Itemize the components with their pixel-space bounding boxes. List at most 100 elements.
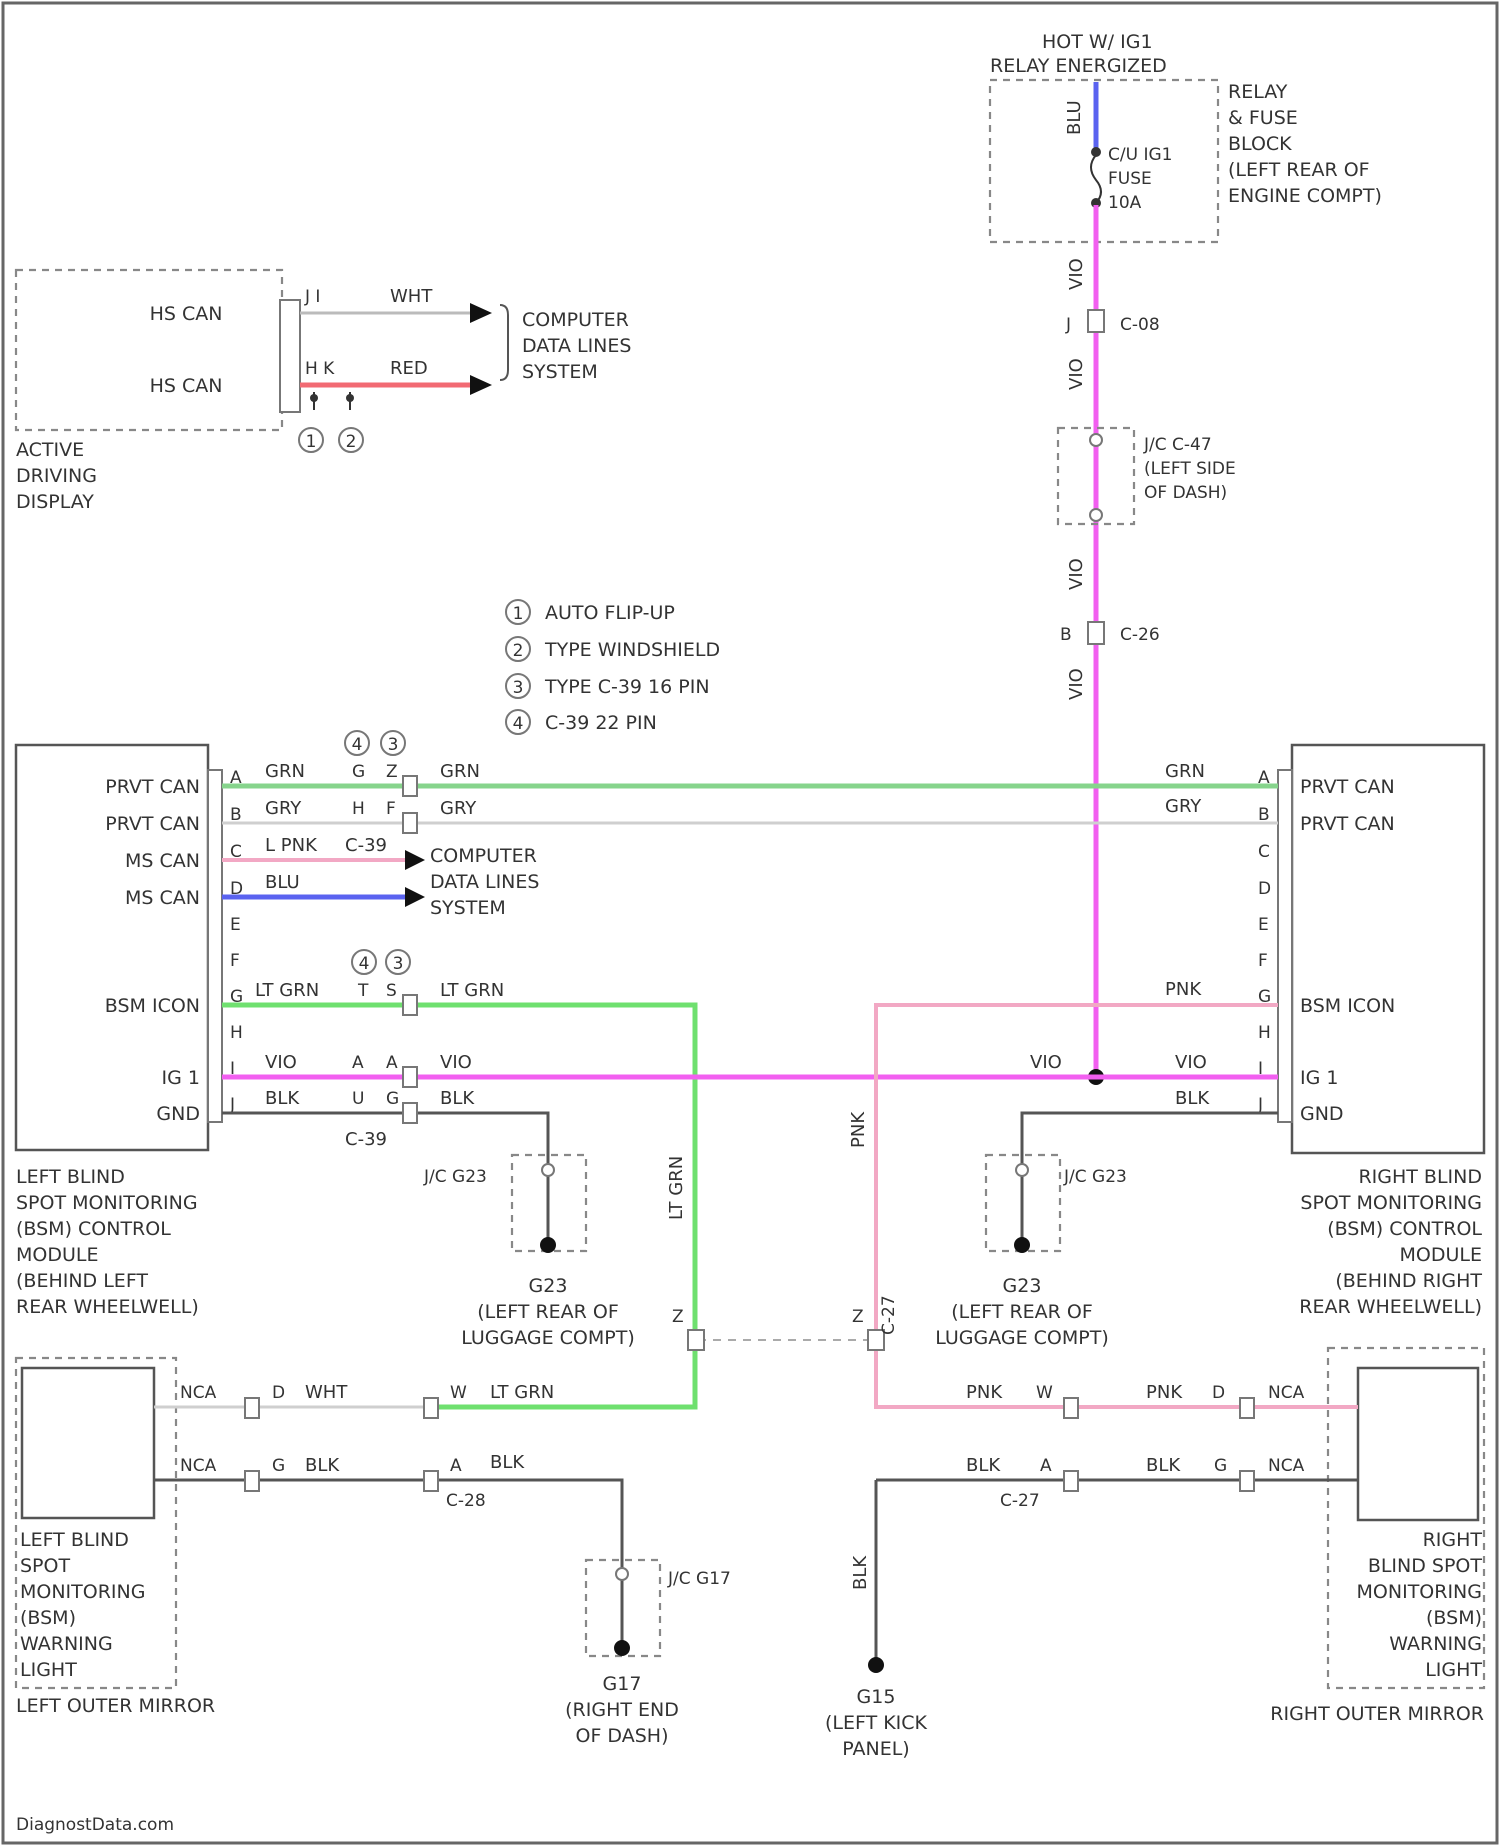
vio-label-4: VIO (1066, 668, 1087, 700)
gry-label-mid: GRY (440, 798, 477, 819)
left-module-pin-letter: H (230, 1023, 243, 1043)
active-driving-display: HS CAN HS CAN J I H K WHT RED 1 2 COMPUT… (16, 270, 631, 513)
g15-2: (LEFT KICK (825, 1712, 928, 1734)
add-dest-bracket (500, 305, 508, 380)
pnk-c27-label: PNK (966, 1382, 1003, 1403)
right-module-box (1292, 745, 1484, 1153)
left-pin-d: D (272, 1383, 285, 1403)
c27-z-pin: Z (852, 1307, 864, 1327)
legend-text-2: TYPE WINDSHIELD (544, 639, 720, 661)
left-mirror-name-4: (BSM) (20, 1607, 76, 1629)
conn-pin-j2: G (386, 1089, 399, 1109)
c27-pin-a: A (1040, 1456, 1052, 1476)
vio-label-mid: VIO (440, 1052, 472, 1073)
ms-dest-1: COMPUTER (430, 845, 537, 867)
c28-conn-w (424, 1398, 438, 1418)
right-pin-d: D (1212, 1383, 1225, 1403)
left-mirror: NCA NCA D G W A WHT BLK LT GRN BLK C-28 … (16, 1358, 622, 1717)
right-pin-g: G (1214, 1456, 1227, 1476)
conn-pin-a1: G (352, 762, 365, 782)
vio-label-2: VIO (1066, 358, 1087, 390)
left-mirror-name-5: WARNING (20, 1633, 113, 1655)
legend-num-4: 4 (513, 714, 524, 734)
left-module-pin-label: BSM ICON (105, 995, 200, 1017)
relay-title-3: BLOCK (1228, 133, 1292, 155)
right-module-name-2: SPOT MONITORING (1300, 1192, 1482, 1214)
add-row-1-pins: J I (304, 287, 320, 307)
right-nca-2: NCA (1268, 1456, 1305, 1476)
jc-g17-node (616, 1568, 628, 1580)
right-module-pin-label: GND (1300, 1103, 1344, 1125)
jc-g23-left-label: J/C G23 (423, 1167, 487, 1187)
left-warning-light-box (22, 1368, 154, 1518)
blu-label: BLU (265, 872, 300, 893)
right-warning-light-box (1358, 1368, 1478, 1520)
note-num-2: 2 (346, 432, 357, 452)
ms-arrow-1 (405, 850, 425, 870)
add-row-1-wire: WHT (390, 286, 433, 307)
right-mirror-name-1: RIGHT (1423, 1529, 1483, 1551)
left-module-pin-label: IG 1 (162, 1067, 200, 1089)
jc-g23-right-label: J/C G23 (1063, 1167, 1127, 1187)
fuse-line-2: FUSE (1108, 169, 1152, 189)
blk-label-mid: BLK (440, 1088, 475, 1109)
g23-left-dot (540, 1237, 556, 1253)
right-module-pin-letter: D (1258, 879, 1271, 899)
legend-num-1: 1 (513, 604, 524, 624)
g17-dot (614, 1640, 630, 1656)
note-a3-num: 3 (388, 735, 399, 755)
jc-g23-right-node (1016, 1164, 1028, 1176)
blk-c28-label: BLK (490, 1452, 525, 1473)
legend-text-4: C-39 22 PIN (545, 712, 657, 734)
left-module-connector (208, 770, 222, 1122)
left-mirror-conn-d (245, 1398, 259, 1418)
fuse-symbol (1091, 155, 1101, 203)
legend: 1 2 3 4 AUTO FLIP-UP TYPE WINDSHIELD TYP… (506, 600, 720, 734)
left-module-name-4: MODULE (16, 1244, 98, 1266)
add-arrow-2 (470, 375, 492, 395)
bus-wires: 4 3 4 3 GRN GRN GRN GRY GRY GRY L PNK C-… (222, 731, 1278, 1407)
ms-dest-2: DATA LINES (430, 871, 539, 893)
c27-label: C-27 (1000, 1491, 1040, 1511)
add-row-2-pins: H K (305, 359, 335, 379)
relay-fuse-block: HOT W/ IG1 RELAY ENERGIZED BLU C/U IG1 F… (990, 31, 1382, 242)
c27-z-label: C-27 (879, 1295, 899, 1335)
hot-label-2: RELAY ENERGIZED (990, 55, 1167, 77)
gry-label-right: GRY (1165, 796, 1202, 817)
jc-c47-top (1090, 434, 1102, 446)
hot-label-1: HOT W/ IG1 (1042, 31, 1153, 53)
right-mirror-name-3: MONITORING (1357, 1581, 1482, 1603)
left-module-pin-letter: E (230, 915, 241, 935)
legend-num-3: 3 (513, 678, 524, 698)
g15-3: PANEL) (842, 1738, 909, 1760)
c26-connector (1088, 622, 1104, 644)
conn-pin-g2: S (386, 981, 397, 1001)
note-a4-num: 4 (352, 735, 363, 755)
jc-g23-left-node (542, 1164, 554, 1176)
right-module-pin-letter: F (1258, 951, 1268, 971)
c27-conn-a (1064, 1471, 1078, 1491)
left-module-pin-letter: F (230, 951, 240, 971)
vio-label-left: VIO (265, 1052, 297, 1073)
conn-pin-g1: T (357, 981, 369, 1001)
lpnk-label: L PNK (265, 835, 318, 856)
right-module-name-5: (BEHIND RIGHT (1335, 1270, 1482, 1292)
blk-right-label: BLK (1146, 1455, 1181, 1476)
conn-pin-a2: Z (386, 762, 398, 782)
right-module-name-3: (BSM) CONTROL (1327, 1218, 1482, 1240)
right-module-pin-label: PRVT CAN (1300, 776, 1395, 798)
add-row-2-wire: RED (390, 358, 428, 379)
left-module-name-3: (BSM) CONTROL (16, 1218, 171, 1240)
right-module-pin-label: IG 1 (1300, 1067, 1338, 1089)
jc-c47-line-3: OF DASH) (1144, 483, 1227, 503)
page-border (3, 3, 1497, 1843)
right-module-name-6: REAR WHEELWELL) (1299, 1296, 1482, 1318)
left-pin-g: G (272, 1456, 285, 1476)
ltgrn-vert-label: LT GRN (666, 1156, 687, 1220)
c39-conn-b (403, 813, 417, 833)
note-dot-2 (346, 394, 354, 402)
note-g4-num: 4 (359, 954, 370, 974)
left-module-pin-label: GND (156, 1103, 200, 1125)
add-row-2-label: HS CAN (150, 375, 223, 397)
pnk-label-right: PNK (1165, 979, 1202, 1000)
